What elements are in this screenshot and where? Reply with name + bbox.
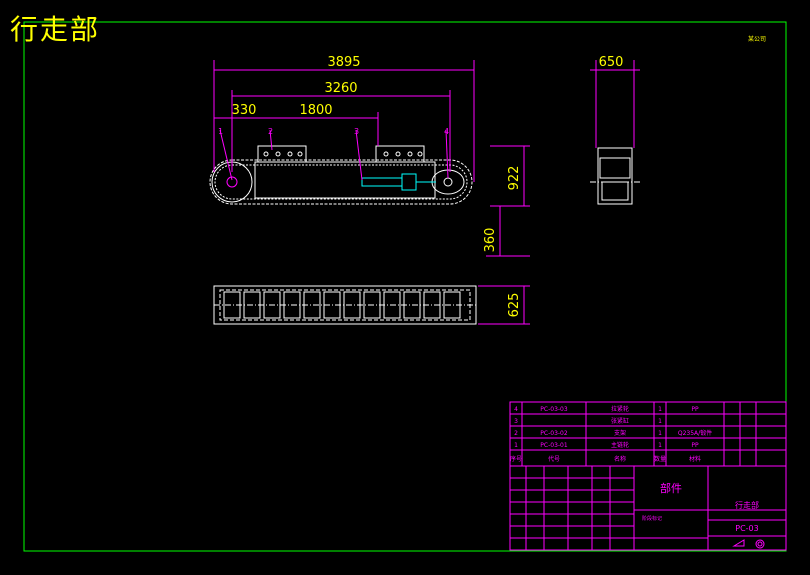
- bom-row-qty: 1: [658, 418, 662, 425]
- bom-row-no: 4: [514, 406, 518, 413]
- balloon-4: 4: [444, 127, 449, 136]
- bom-row-name: 主链轮: [611, 441, 629, 449]
- bom-header-name: 名称: [614, 455, 626, 463]
- bom-header-material: 材料: [689, 455, 701, 463]
- balloon-1: 1: [218, 127, 223, 136]
- dim-side-width: 650: [599, 55, 624, 70]
- page-title: 行走部: [10, 13, 101, 46]
- bom-text: 4 PC-03-03 拉紧轮 1 PP 3 张紧缸 1 2 PC-03-02 支…: [510, 405, 712, 463]
- bom-row-qty: 1: [658, 406, 662, 413]
- dim-ground-clearance: 360: [483, 228, 498, 253]
- bracket-hole: [275, 151, 281, 157]
- dim-center-distance: 3260: [324, 81, 357, 96]
- bracket-hole: [297, 151, 303, 157]
- bracket-hole: [383, 151, 389, 157]
- bracket-left: [257, 145, 307, 163]
- bom-header-code: 代号: [548, 455, 560, 463]
- balloon-3: 3: [354, 127, 359, 136]
- drive-sprocket-hub: [226, 176, 238, 188]
- dimension-texts: 3895 3260 330 1800 922 360 625 650: [232, 55, 624, 317]
- title-stage: 阶段标记: [642, 515, 662, 522]
- title-drawing-no: PC-03: [735, 524, 758, 533]
- dimension-lines: [213, 60, 640, 325]
- title-part-type: 部件: [660, 481, 682, 495]
- bom-row-code: PC-03-01: [540, 442, 568, 449]
- side-view: [590, 147, 640, 205]
- company-stamp: 某公司: [748, 36, 767, 43]
- bom-header-no: 序号: [510, 455, 522, 463]
- bom-row-no: 3: [514, 418, 518, 425]
- title-block: [509, 465, 787, 551]
- dim-overall-length: 3895: [327, 55, 360, 70]
- part-balloons: 1 2 3 4: [218, 127, 449, 136]
- dim-width: 625: [507, 293, 522, 318]
- dim-spacing: 1800: [299, 103, 332, 118]
- bracket-hole: [395, 151, 401, 157]
- bom-row-qty: 1: [658, 442, 662, 449]
- dim-sprocket-offset: 330: [232, 103, 257, 118]
- bom-row-name: 张紧缸: [611, 417, 629, 425]
- bom-row-no: 1: [514, 442, 518, 449]
- idler-hub: [443, 177, 453, 187]
- bom-row-qty: 1: [658, 430, 662, 437]
- side-lower-block: [601, 181, 629, 201]
- bom-header-qty: 数量: [654, 455, 666, 463]
- bom-row-code: PC-03-03: [540, 406, 568, 413]
- tension-cylinder: [361, 177, 403, 187]
- bom-row-no: 2: [514, 430, 518, 437]
- title-part-name: 行走部: [735, 500, 759, 510]
- track-inner: [214, 164, 468, 200]
- bom-row-name: 拉紧轮: [611, 405, 629, 413]
- track-outline: [209, 159, 473, 205]
- bom-row-material: PP: [691, 406, 699, 413]
- plan-view: [213, 285, 477, 325]
- side-upper-block: [599, 157, 631, 179]
- bracket-hole: [417, 151, 423, 157]
- track-plan-inner: [219, 289, 471, 321]
- bom-row-code: PC-03-02: [540, 430, 568, 437]
- bom-row-material: Q235A/锻件: [678, 429, 712, 437]
- bracket-hole: [287, 151, 293, 157]
- dim-height: 922: [507, 166, 522, 191]
- bracket-hole: [407, 151, 413, 157]
- tension-block: [401, 173, 417, 191]
- bracket-right: [375, 145, 425, 163]
- drawing-frame: [23, 21, 787, 552]
- track-shoes: [223, 291, 461, 319]
- track-frame: [254, 161, 436, 199]
- bom-row-material: PP: [691, 442, 699, 449]
- bracket-hole: [263, 151, 269, 157]
- balloon-2: 2: [268, 127, 273, 136]
- title-block-text: 部件 行走部 PC-03 阶段标记: [642, 481, 759, 533]
- front-view: [209, 145, 473, 205]
- bom-row-name: 支架: [614, 429, 626, 437]
- side-outline: [597, 147, 633, 205]
